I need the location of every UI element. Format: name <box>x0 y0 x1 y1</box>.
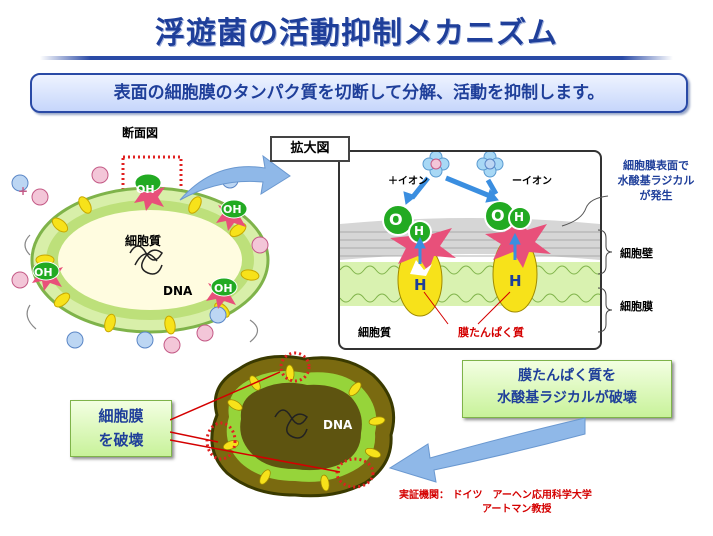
dna-strand <box>129 245 163 275</box>
oh-label-bottom: OH <box>214 282 233 295</box>
membrane-layer <box>340 262 600 306</box>
oh-label-right: OH <box>223 203 242 216</box>
destroyed-cell <box>205 351 396 498</box>
flagella <box>24 234 259 343</box>
callout-pointer-lines <box>170 371 341 473</box>
zoom-cytoplasm-label: 細胞質 <box>358 326 391 339</box>
dna-label: DNA <box>163 284 193 298</box>
h-atom-right: H <box>509 272 522 290</box>
oh-o-right: O <box>491 206 505 225</box>
protein-destroyed-line1: 膜たんぱく質を <box>518 368 616 384</box>
cell-membrane-label: 細胞膜 <box>620 300 653 313</box>
cross-section-heading: 断面図 <box>122 126 159 140</box>
damage-circles <box>205 351 375 489</box>
cytoplasm-label: 細胞質 <box>125 234 162 248</box>
destroyed-dna-label: DNA <box>323 418 353 432</box>
destroy-arrow <box>388 417 586 483</box>
layer-braces <box>597 229 613 333</box>
oh-label-left: OH <box>34 266 53 279</box>
oh-o-left: O <box>389 210 403 229</box>
membrane-destroyed-line2: を破壊 <box>98 431 144 449</box>
title-underline <box>40 56 673 60</box>
destroyed-dna-strand <box>274 409 308 439</box>
h-atom-left: H <box>414 276 427 294</box>
minus-ion-label: ーイオン <box>512 176 552 187</box>
membrane-destroyed-callout: 細胞膜 を破壊 <box>70 400 172 457</box>
verification-line1: 実証機関： ドイツ アーヘン応用科学大学 <box>399 490 592 501</box>
ions <box>11 166 269 354</box>
cross-section-diagram <box>11 155 270 354</box>
zoom-ions <box>422 152 504 178</box>
cell-wall-label: 細胞壁 <box>620 247 653 260</box>
protein-destroyed-callout: 膜たんぱく質を 水酸基ラジカルが破壊 <box>462 360 672 418</box>
verification-line2: アートマン教授 <box>482 504 552 515</box>
subtitle-banner: 表面の細胞膜のタンパク質を切断して分解、活動を抑制します。 <box>30 73 688 113</box>
zoom-detail-box: ＋イオン ーイオン O H O H H H 細胞質 膜たんぱく質 <box>338 150 602 350</box>
radical-note-pointer <box>561 195 609 227</box>
oh-radicals <box>32 173 248 309</box>
zoom-arrow <box>179 154 291 201</box>
ion-plus-label: + <box>18 184 29 198</box>
zoom-ion-arrows <box>403 175 521 264</box>
page-title: 浮遊菌の活動抑制メカニズム <box>155 16 558 51</box>
destroyed-cytoplasm <box>240 382 362 471</box>
cytoplasm-area <box>58 210 242 310</box>
membrane-destroyed-line1: 細胞膜 <box>98 407 144 425</box>
radical-note: 細胞膜表面で 水酸基ラジカル が発生 <box>617 159 695 202</box>
lipid-bilayer <box>340 265 600 303</box>
membrane-protein-label: 膜たんぱく質 <box>458 326 524 339</box>
oh-label-top: OH <box>136 183 155 196</box>
cell-wall-texture <box>340 231 600 257</box>
plus-ion-label: ＋イオン <box>388 176 428 187</box>
protein-destroyed-line2: 水酸基ラジカルが破壊 <box>497 390 637 406</box>
zoom-heading: 拡大図 <box>270 136 350 162</box>
oh-h-right: H <box>514 210 525 224</box>
zoom-oh-molecules <box>382 200 532 244</box>
oh-h-left: H <box>414 224 425 238</box>
zoom-selection-box <box>121 155 183 215</box>
protein-pointer-lines <box>423 291 511 325</box>
